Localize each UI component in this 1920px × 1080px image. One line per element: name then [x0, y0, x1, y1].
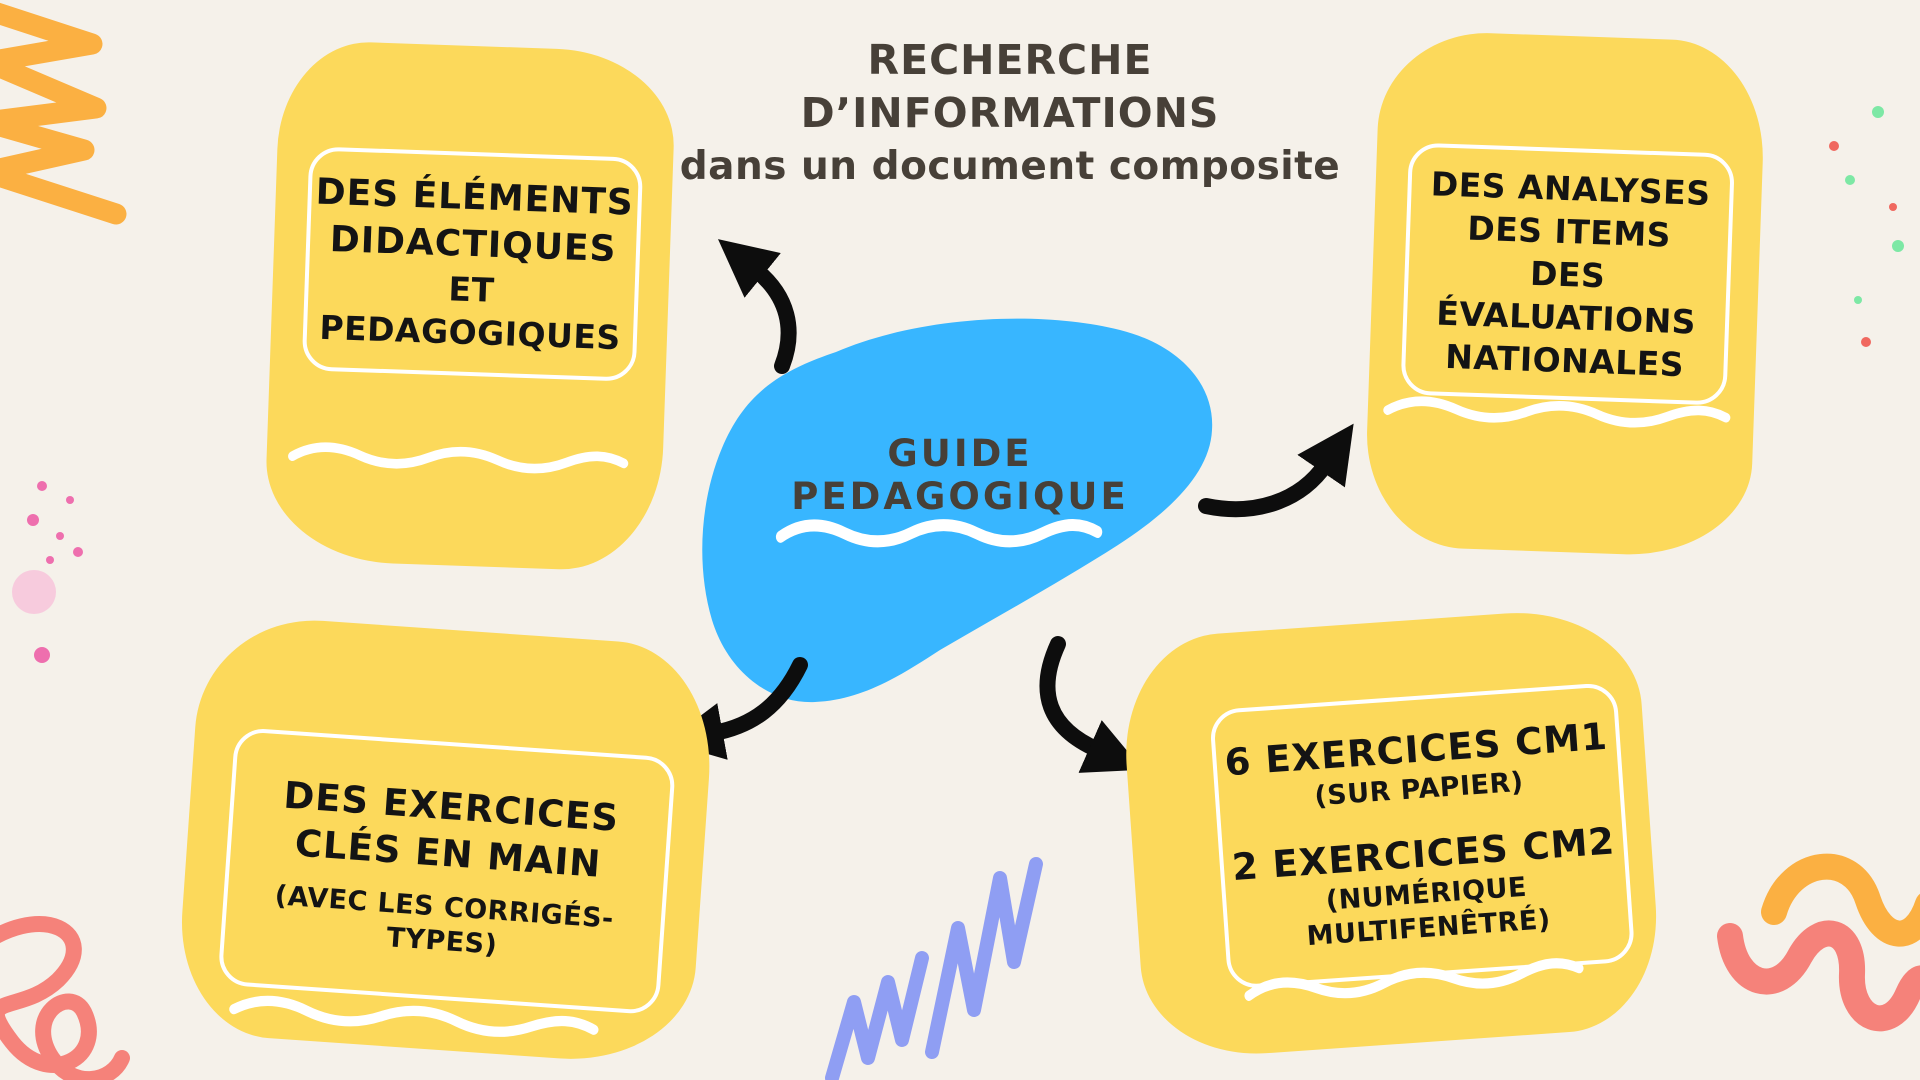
card-bottom-left: DES EXERCICES CLÉS EN MAIN (AVEC LES COR… — [173, 612, 719, 1068]
periwinkle-zigzag-icon — [825, 857, 1043, 1080]
page-title-line2: D’INFORMATIONS — [800, 89, 1220, 137]
spacer — [1420, 807, 1422, 831]
page-title: RECHERCHE D’INFORMATIONS dans un documen… — [630, 34, 1390, 193]
arrows — [665, 239, 1354, 773]
wavy-line — [1244, 958, 1584, 1001]
arrow-to-bottom-left — [665, 657, 808, 760]
center-bubble-label: GUIDE PEDAGOGIQUE — [791, 432, 1129, 518]
green-red-dots-icon — [1829, 106, 1904, 347]
arrow-to-top-left — [718, 239, 797, 374]
center-bubble-shape — [702, 318, 1213, 703]
orange-coral-squiggles-icon — [1717, 853, 1920, 1032]
spacer — [445, 877, 446, 891]
card-top-right-frame: DES ANALYSES DES ITEMS DES ÉVALUATIONS N… — [1400, 142, 1735, 406]
card-top-left-frame: DES ÉLÉMENTS DIDACTIQUES ET PEDAGOGIQUES — [301, 146, 644, 382]
page-title-line3: dans un document composite — [679, 144, 1341, 189]
card-top-right: DES ANALYSES DES ITEMS DES ÉVALUATIONS N… — [1363, 29, 1767, 559]
wavy-line — [288, 442, 629, 474]
page-title-line1: RECHERCHE — [867, 36, 1153, 84]
wavy-line — [775, 518, 1103, 548]
arrow-to-top-right — [1198, 423, 1354, 517]
wavy-line — [1383, 396, 1731, 428]
card-top-right-line3: DES ÉVALUATIONS — [1435, 253, 1697, 342]
card-top-right-line4: NATIONALES — [1444, 336, 1685, 384]
card-bottom-left-frame: DES EXERCICES CLÉS EN MAIN (AVEC LES COR… — [217, 727, 677, 1016]
card-top-right-line2: DES ITEMS — [1466, 208, 1672, 255]
card-bottom-right-frame: 6 EXERCICES CM1 (SUR PAPIER) 2 EXERCICES… — [1209, 681, 1636, 990]
orange-scribble-icon — [0, 2, 127, 225]
wavy-line — [229, 995, 599, 1037]
card-bottom-right: 6 EXERCICES CM1 (SUR PAPIER) 2 EXERCICES… — [1117, 604, 1665, 1062]
arrow-to-bottom-right — [1039, 636, 1143, 773]
card-top-left: DES ÉLÉMENTS DIDACTIQUES ET PEDAGOGIQUES — [263, 39, 677, 573]
coral-loop-doodle-icon — [0, 916, 130, 1080]
card-bottom-left-note: (AVEC LES CORRIGÉS-TYPES) — [273, 880, 615, 961]
card-top-left-line3: ET PEDAGOGIQUES — [318, 269, 622, 358]
pink-dots-cluster-icon — [12, 481, 83, 663]
